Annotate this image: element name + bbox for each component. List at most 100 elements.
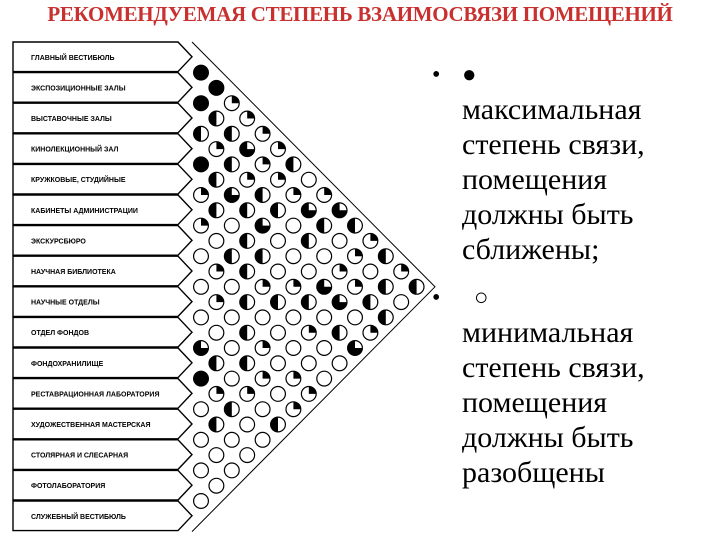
relation-circle [193, 156, 210, 173]
relation-circle [193, 187, 210, 204]
relation-circle [285, 156, 302, 173]
relation-circle [239, 416, 256, 433]
relation-circle [223, 217, 240, 234]
room-label: ВЫСТАВОЧНЫЕ ЗАЛЫ [31, 116, 112, 123]
relation-circle [270, 324, 287, 341]
relation-circle [347, 248, 364, 265]
relation-circle [300, 294, 317, 311]
relation-circle [347, 309, 364, 326]
relation-circle [254, 278, 271, 295]
relation-circle [270, 294, 287, 311]
room-label: ЭКСПОЗИЦИОННЫЕ ЗАЛЫ [31, 85, 126, 92]
relation-circle [270, 263, 287, 280]
relation-circle [285, 370, 302, 387]
relation-circle [285, 248, 302, 265]
relation-circle [239, 385, 256, 402]
relation-circle [347, 278, 364, 295]
relation-circle [208, 79, 225, 96]
relation-circle [239, 324, 256, 341]
relation-circle [193, 125, 210, 142]
room-band [12, 41, 193, 73]
room-band [12, 194, 193, 226]
relation-circle [285, 340, 302, 357]
relation-circle [254, 217, 271, 234]
relation-circle [193, 493, 210, 510]
relation-circle [270, 141, 287, 158]
relation-circle [362, 232, 379, 249]
relation-circle [316, 309, 333, 326]
room-label: ЭКСКУРСБЮРО [31, 238, 86, 245]
relation-circle [254, 309, 271, 326]
relation-circle [239, 232, 256, 249]
relation-circle [362, 324, 379, 341]
bullet-icon: • [432, 62, 441, 88]
room-label: ФОТОЛАБОРАТОРИЯ [31, 483, 105, 490]
room-label: КАБИНЕТЫ АДМИНИСТРАЦИИ [31, 208, 138, 215]
relation-circle [300, 202, 317, 219]
relation-circle [193, 431, 210, 448]
room-band [12, 163, 193, 195]
relation-circle [208, 294, 225, 311]
relation-circle [223, 340, 240, 357]
room-band [12, 408, 193, 440]
relation-circle [347, 340, 364, 357]
room-label: НАУЧНАЯ БИБЛИОТЕКА [31, 269, 116, 276]
room-label: СЛУЖЕБНЫЙ ВЕСТИБЮЛЬ [31, 512, 126, 521]
relation-circle [285, 278, 302, 295]
relation-circle [223, 248, 240, 265]
relation-circle [347, 217, 364, 234]
relation-circle [254, 401, 271, 418]
room-label: КИНОЛЕКЦИОННЫЙ ЗАЛ [31, 145, 119, 154]
relation-circle [331, 263, 348, 280]
relation-circle [300, 232, 317, 249]
room-band [12, 224, 193, 256]
relation-circle [270, 232, 287, 249]
relation-circle [316, 340, 333, 357]
room-label: СТОЛЯРНАЯ И СЛЕСАРНАЯ [31, 453, 128, 460]
relation-circle [254, 156, 271, 173]
relation-circle [316, 217, 333, 234]
relation-circle [223, 462, 240, 479]
relation-circle [316, 248, 333, 265]
relation-circle [239, 110, 256, 127]
relation-circle [316, 278, 333, 295]
room-band [12, 469, 193, 501]
matrix-outline [191, 41, 436, 532]
relation-circle [208, 171, 225, 188]
relation-circle [223, 401, 240, 418]
relation-circle [300, 171, 317, 188]
relation-circle [300, 385, 317, 402]
page-title: РЕКОМЕНДУЕМАЯ СТЕПЕНЬ ВЗАИМОСВЯЗИ ПОМЕЩЕ… [47, 2, 673, 26]
relation-circle [285, 187, 302, 204]
relation-circle [193, 462, 210, 479]
relation-circle [223, 309, 240, 326]
relation-circle [316, 187, 333, 204]
room-band [12, 71, 193, 103]
relation-circle [193, 64, 210, 81]
relation-circle [208, 141, 225, 158]
relation-circle [208, 385, 225, 402]
relation-circle [239, 355, 256, 372]
relation-circle [254, 370, 271, 387]
relation-circle [362, 263, 379, 280]
room-band [12, 316, 193, 348]
relation-circle [239, 141, 256, 158]
relation-circle [193, 278, 210, 295]
relation-circle [408, 278, 425, 295]
room-label: РЕСТАВРАЦИОННАЯ ЛАБОРАТОРИЯ [31, 391, 160, 398]
relation-circle [208, 477, 225, 494]
empty-circle-icon: ○ [474, 285, 489, 311]
relation-circle [362, 294, 379, 311]
relation-circle [223, 187, 240, 204]
relation-circle [254, 248, 271, 265]
relation-circle [285, 217, 302, 234]
relation-circle [193, 370, 210, 387]
relation-circle [208, 324, 225, 341]
room-band [12, 133, 193, 165]
relation-circle [254, 340, 271, 357]
relation-circle [208, 232, 225, 249]
relation-circle [270, 171, 287, 188]
room-band [12, 286, 193, 318]
relation-circle [285, 309, 302, 326]
